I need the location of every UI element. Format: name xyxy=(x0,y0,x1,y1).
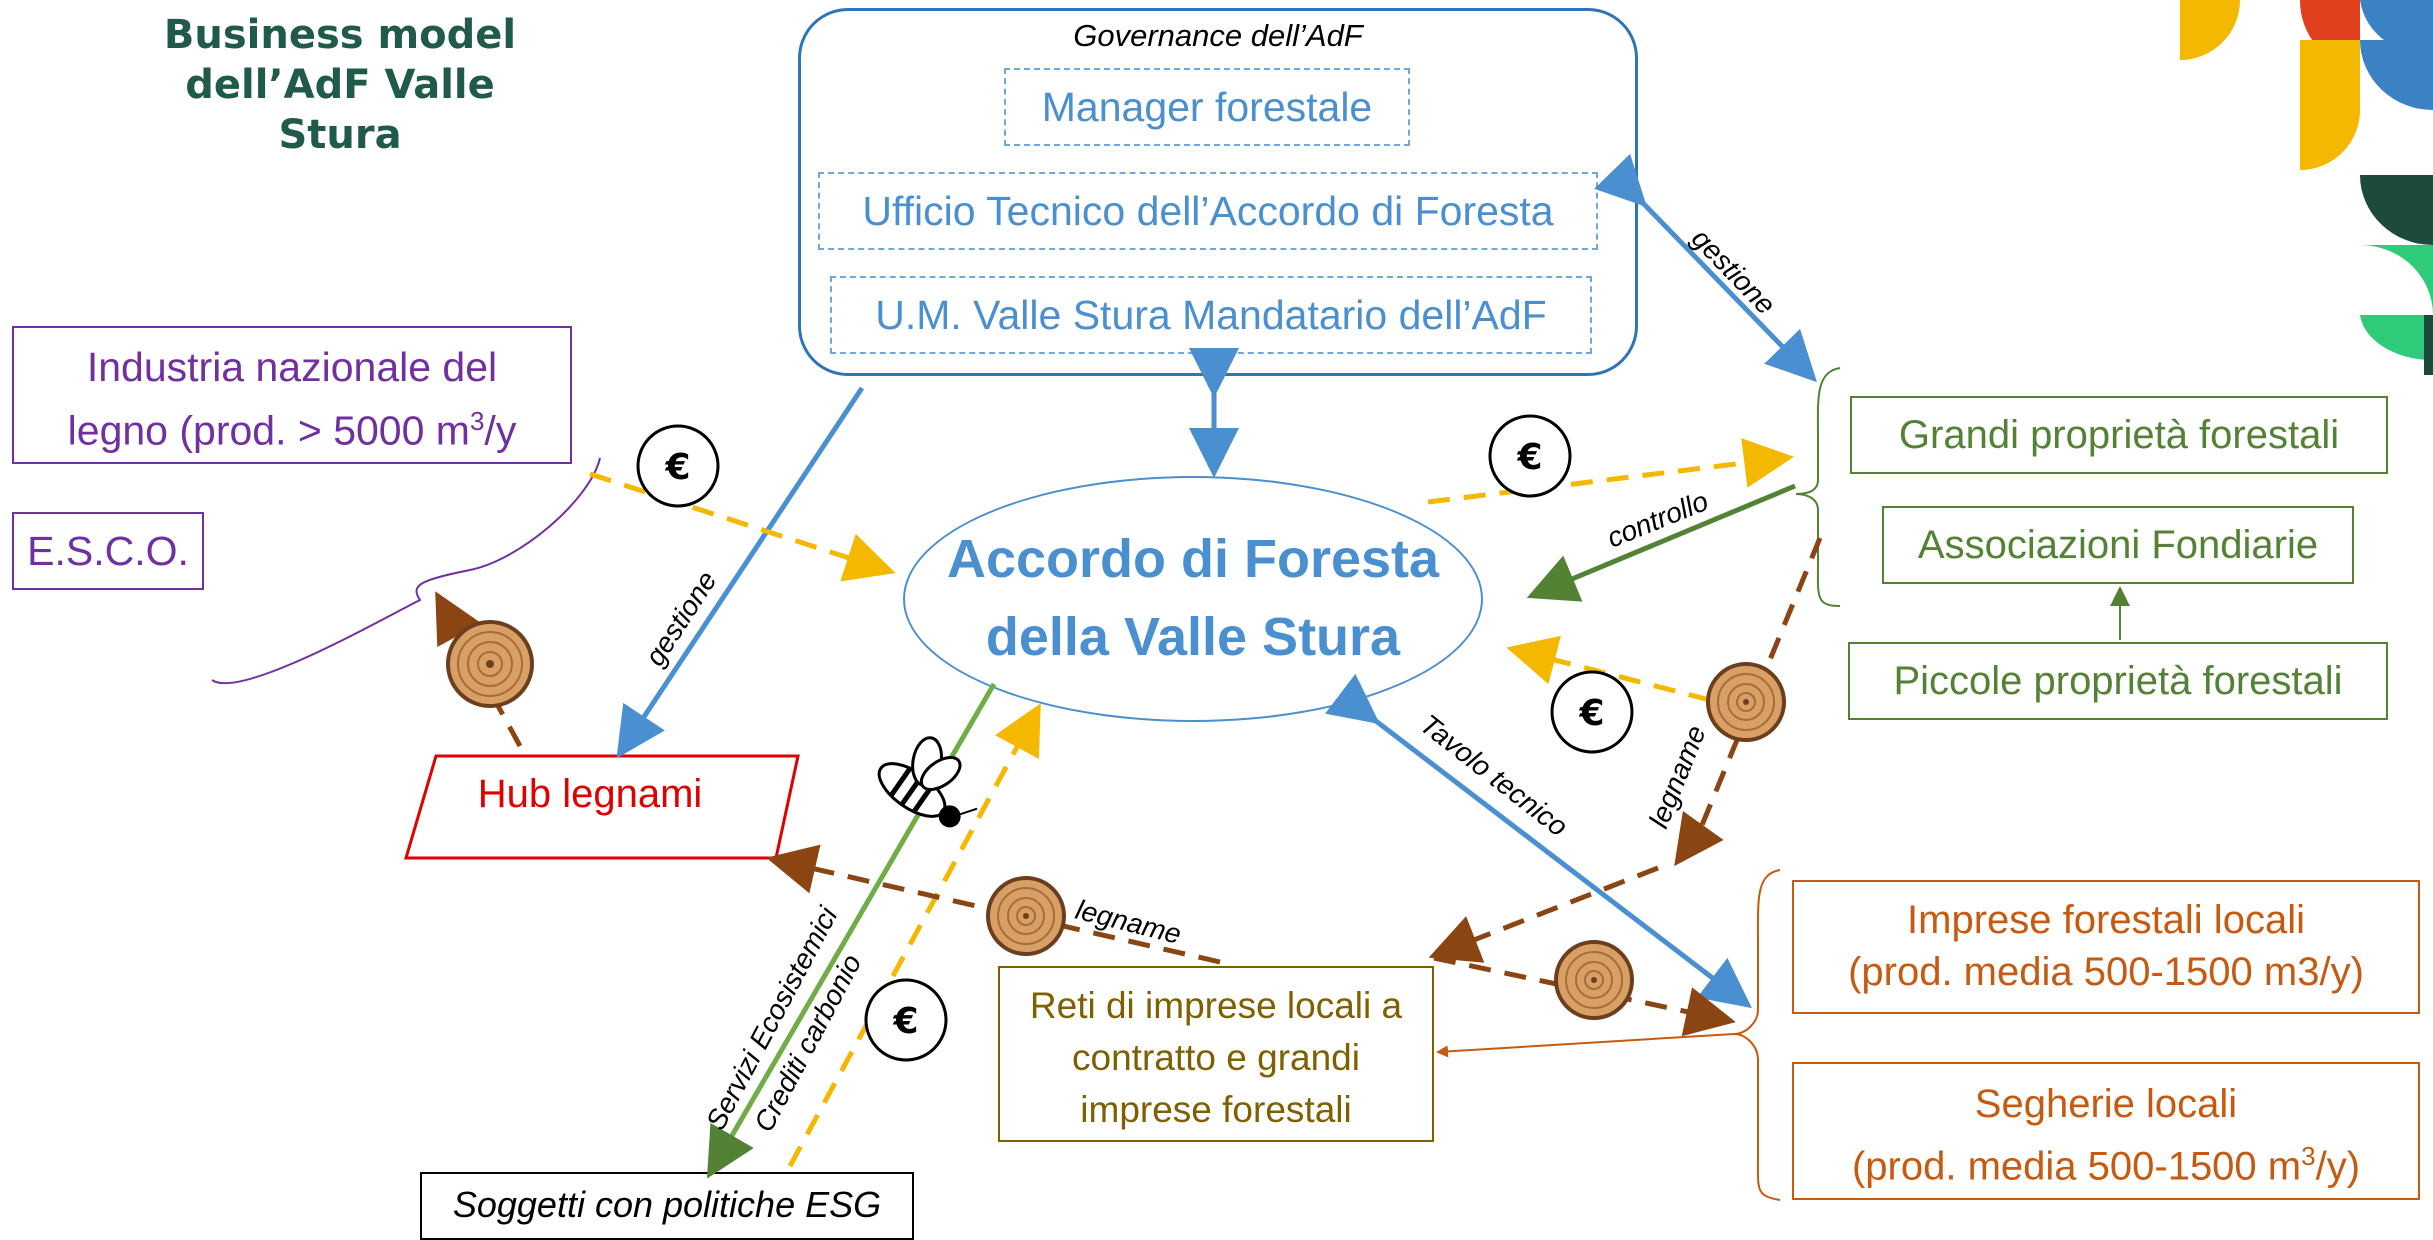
segherie-locali-box: Segherie locali (prod. media 500-1500 m3… xyxy=(1792,1062,2420,1200)
svg-text:€: € xyxy=(1516,437,1542,478)
imprese-reti-arrow xyxy=(1436,1033,1735,1058)
money-esg-arrow xyxy=(787,703,1041,1168)
euro-coin-icon: € xyxy=(864,978,948,1062)
industria-nazionale-box: Industria nazionale del legno (prod. > 5… xyxy=(12,326,572,464)
legname-right-arrow xyxy=(1674,537,1823,867)
esco-box: E.S.C.O. xyxy=(12,512,204,590)
money-industria-arrow xyxy=(589,471,896,582)
page-title: Business model dell’AdF Valle Stura xyxy=(163,12,517,158)
proprieta-brace xyxy=(1795,367,1841,607)
grandi-proprieta-box: Grandi proprietà forestali xyxy=(1850,396,2388,474)
euro-coin-icon: € xyxy=(1488,414,1572,498)
industria-brace xyxy=(211,457,601,685)
imprese-brace xyxy=(1733,869,1781,1201)
money-grandi-arrow xyxy=(1427,438,1794,505)
gestione-left-arrow xyxy=(616,386,865,759)
controllo-arrow xyxy=(1526,483,1796,602)
euro-coin-icon: € xyxy=(1550,670,1634,754)
bee-icon xyxy=(877,736,978,828)
governance-title: Governance dell’AdF xyxy=(1073,18,1363,53)
gestione-right-arrow xyxy=(1594,153,1817,383)
hub-legnami-label: Hub legnami xyxy=(477,772,703,816)
tavolo-tecnico-arrow xyxy=(1325,673,1752,1009)
manager-forestale-box: Manager forestale xyxy=(1004,68,1410,146)
piccole-proprieta-box: Piccole proprietà forestali xyxy=(1848,642,2388,720)
wood-log-icon xyxy=(1706,662,1786,742)
wood-log-icon xyxy=(1554,940,1634,1020)
legname-right-label: legname xyxy=(1643,721,1712,832)
soggetti-esg-box: Soggetti con politiche ESG xyxy=(420,1172,914,1240)
imprese-forestali-box: Imprese forestali locali (prod. media 50… xyxy=(1792,880,2420,1014)
wood-log-icon xyxy=(986,876,1066,956)
accordo-label: Accordo di Foresta della Valle Stura xyxy=(946,529,1440,667)
euro-coin-icon: € xyxy=(636,424,720,508)
svg-text:€: € xyxy=(1578,693,1604,734)
tavolo-tecnico-label: Tavolo tecnico xyxy=(1414,708,1573,842)
ufficio-tecnico-box: Ufficio Tecnico dell’Accordo di Foresta xyxy=(818,172,1598,250)
gestione-right-label: gestione xyxy=(1686,223,1782,321)
svg-text:€: € xyxy=(664,447,690,488)
svg-text:€: € xyxy=(892,1001,918,1042)
associazioni-fondiarie-box: Associazioni Fondiarie xyxy=(1882,506,2354,584)
wood-log-icon xyxy=(446,620,534,708)
legname-reti-arrow xyxy=(1428,865,1659,963)
